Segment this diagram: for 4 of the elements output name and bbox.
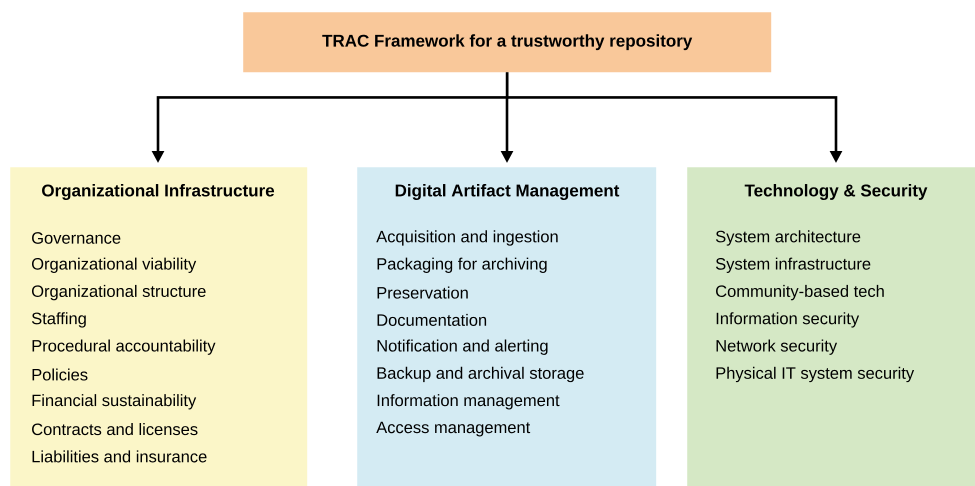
category-panel: Digital Artifact Management Acquisition and ingestion Packaging for archiving Preservation Documentation Notification and alerting Backup and archival storage Information management Access management (357, 167, 656, 486)
title-box: TRAC Framework for a trustworthy repository (243, 12, 772, 72)
category-panel: Technology & Security System architecture System infrastructure Community-based tech Information security Network security Physical IT system security (687, 167, 975, 486)
category-panel: Organizational Infrastructure Governance Organizational viability Organizational structure Staffing Procedural accountability Policies Financial sustainability Contracts and licenses Liabilities and insurance (10, 167, 308, 486)
